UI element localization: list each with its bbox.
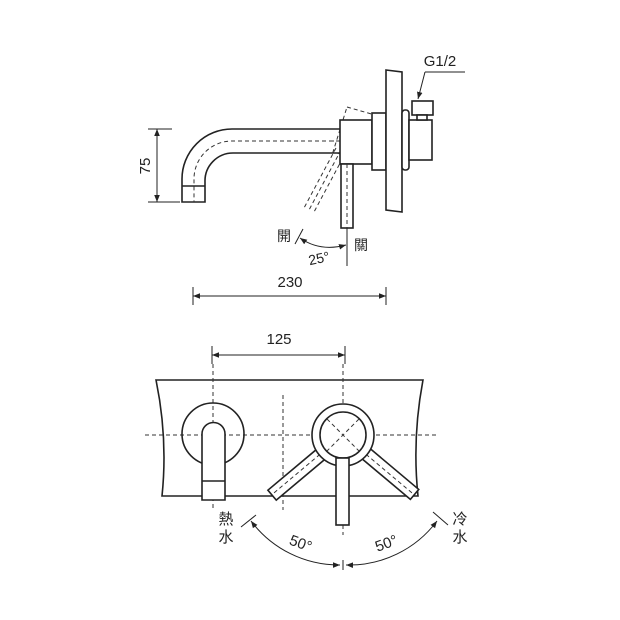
side-view: 75 G1/2 開 關 25° (137, 53, 465, 268)
hot-angle-label: 50° (287, 532, 314, 556)
height-dimension: 75 (137, 128, 180, 203)
angle-label: 25° (307, 248, 331, 268)
wall-panel (155, 379, 424, 497)
handle-open-position (303, 106, 376, 213)
height-dim-label: 75 (137, 158, 154, 175)
thread-cap (411, 100, 434, 116)
rotation-range: 50° 50° 熱 水 冷 水 (218, 511, 468, 570)
handle-body (339, 119, 373, 165)
valve-body (408, 119, 433, 161)
ring (401, 109, 410, 171)
thread-callout: G1/2 (417, 53, 465, 100)
total-length-dimension: 230 (192, 274, 387, 305)
cold-angle-label: 50° (373, 532, 400, 556)
cold-label-1: 冷 (452, 511, 467, 528)
thread-label: G1/2 (424, 53, 457, 70)
handle-lever-front (335, 457, 350, 526)
rotation-angle: 開 關 25° (277, 228, 368, 268)
close-label: 關 (354, 237, 368, 253)
cold-label-2: 水 (452, 529, 467, 546)
front-view: 50° 50° 熱 水 冷 水 (145, 364, 468, 570)
total-length-label: 230 (277, 274, 302, 291)
center-distance-dimension: 125 (211, 331, 346, 364)
open-label: 開 (277, 228, 291, 244)
hot-label-1: 熱 (218, 511, 233, 528)
center-distance-label: 125 (266, 331, 291, 348)
nut (371, 112, 387, 171)
hot-label-2: 水 (218, 529, 233, 546)
spout-front (201, 421, 226, 501)
spout (181, 128, 340, 203)
wall-plate (385, 69, 403, 213)
